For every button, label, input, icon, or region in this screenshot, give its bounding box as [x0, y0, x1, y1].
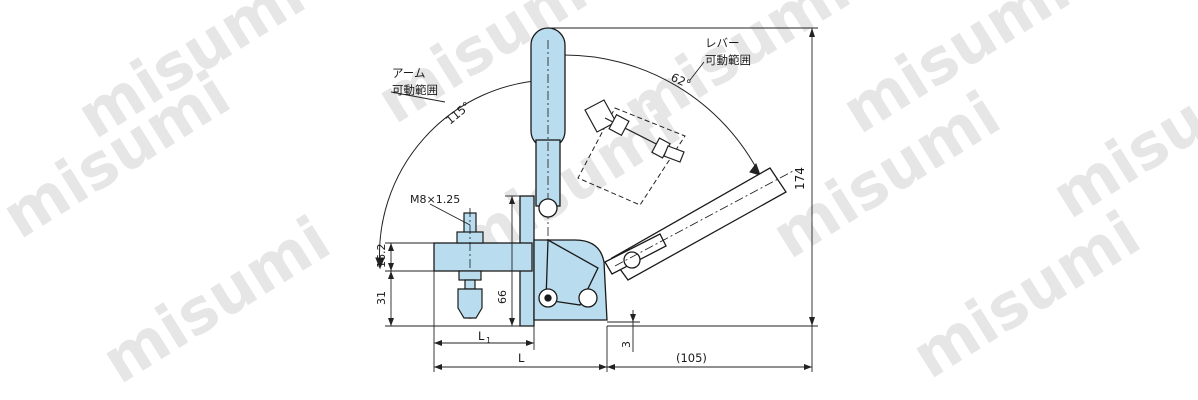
watermark-text: misumi	[899, 197, 1152, 393]
spindle-shaft	[464, 279, 476, 290]
clamp-body	[433, 195, 608, 327]
watermark-text: misumi	[609, 0, 862, 148]
arm-label-leader	[390, 91, 446, 103]
dim-l1-subscript: 1	[486, 336, 491, 345]
dimension-arrows	[388, 28, 815, 370]
arc-arrowhead	[375, 257, 385, 270]
lever-label-leader	[689, 61, 705, 81]
dim-3-label: 3	[620, 341, 633, 348]
arm-range-arc	[379, 79, 549, 269]
spindle-nut-bottom	[458, 270, 482, 281]
dim-174-label: 174	[793, 167, 807, 190]
phantom-arm	[577, 107, 686, 206]
dim-105-label: (105)	[676, 351, 707, 365]
lowered-centerline	[614, 169, 796, 267]
lever-range-label-line1: レバー	[705, 36, 740, 50]
thread-leader	[429, 203, 471, 226]
lever-range-label-line2: 可動範囲	[705, 53, 751, 67]
lowered-pivot	[623, 251, 641, 269]
arm-range-label-line1: アーム	[392, 66, 425, 80]
arm-range-label-line2: 可動範囲	[392, 83, 438, 97]
dim-l-label: L	[518, 351, 525, 365]
watermark-text: misumi	[89, 202, 342, 398]
dim-31-label: 31	[375, 291, 388, 305]
dim-l1-label: L	[478, 329, 485, 343]
dim-66-label: 66	[496, 290, 509, 304]
handle-lowered	[604, 167, 796, 281]
phantom-spindle	[584, 99, 685, 163]
link-plate	[545, 238, 599, 306]
watermark-text: misumi	[1039, 37, 1198, 233]
pivot-upper	[538, 198, 558, 218]
clamp-arm	[433, 242, 533, 272]
thread-spec-label: M8×1.25	[410, 193, 460, 206]
spindle-pad	[457, 288, 483, 319]
dim-16-2-label: 16.2	[375, 244, 388, 269]
arc-arrowhead	[749, 162, 761, 176]
phantom-spindle-tip	[663, 145, 685, 163]
pivot-right	[578, 288, 598, 308]
pivot-center	[544, 294, 552, 302]
spindle-assembly	[456, 208, 484, 320]
lever-range-arc	[559, 54, 761, 176]
phantom-nut	[608, 113, 630, 137]
phantom-arm-outline	[577, 107, 686, 206]
